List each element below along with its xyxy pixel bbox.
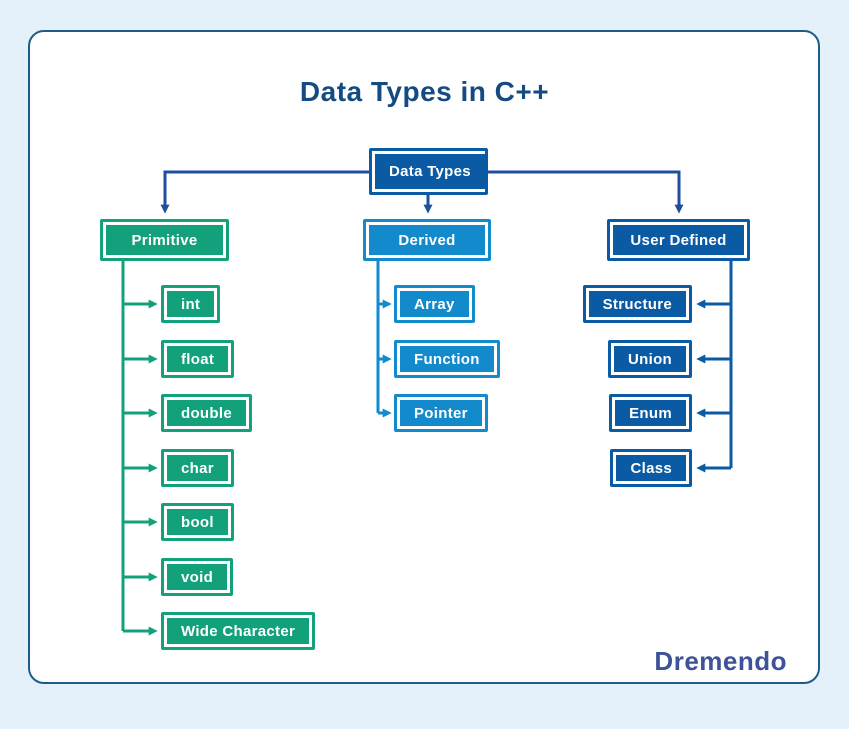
node-wide-character-label: Wide Character <box>167 618 310 644</box>
node-bool: bool <box>161 503 234 541</box>
node-data-types-label: Data Types <box>375 154 485 189</box>
node-user-defined: User Defined <box>607 219 750 261</box>
node-wide-character: Wide Character <box>161 612 316 650</box>
node-structure: Structure <box>582 285 692 323</box>
node-primitive: Primitive <box>100 219 229 261</box>
node-float-label: float <box>167 346 229 372</box>
node-union: Union <box>608 340 692 378</box>
node-data-types: Data Types <box>369 148 488 195</box>
node-class-label: Class <box>616 455 686 481</box>
node-array: Array <box>394 285 475 323</box>
node-void: void <box>161 558 234 596</box>
node-function: Function <box>394 340 500 378</box>
node-float: float <box>161 340 235 378</box>
node-int: int <box>161 285 221 323</box>
node-char: char <box>161 449 234 487</box>
node-void-label: void <box>167 564 228 590</box>
node-double: double <box>161 394 252 432</box>
node-int-label: int <box>167 291 215 317</box>
page-title: Data Types in C++ <box>299 76 550 107</box>
node-union-label: Union <box>614 346 686 372</box>
node-enum-label: Enum <box>615 400 686 426</box>
node-derived-label: Derived <box>369 225 485 255</box>
node-derived: Derived <box>363 219 491 261</box>
brand-logo: Dremendo <box>654 646 787 676</box>
node-structure-label: Structure <box>588 291 686 317</box>
node-user-defined-label: User Defined <box>613 225 744 255</box>
node-array-label: Array <box>400 291 469 317</box>
node-char-label: char <box>167 455 228 481</box>
node-double-label: double <box>167 400 246 426</box>
node-enum: Enum <box>609 394 692 432</box>
node-pointer: Pointer <box>394 394 488 432</box>
node-function-label: Function <box>400 346 494 372</box>
node-class: Class <box>610 449 692 487</box>
node-pointer-label: Pointer <box>400 400 482 426</box>
node-bool-label: bool <box>167 509 228 535</box>
node-primitive-label: Primitive <box>106 225 223 255</box>
